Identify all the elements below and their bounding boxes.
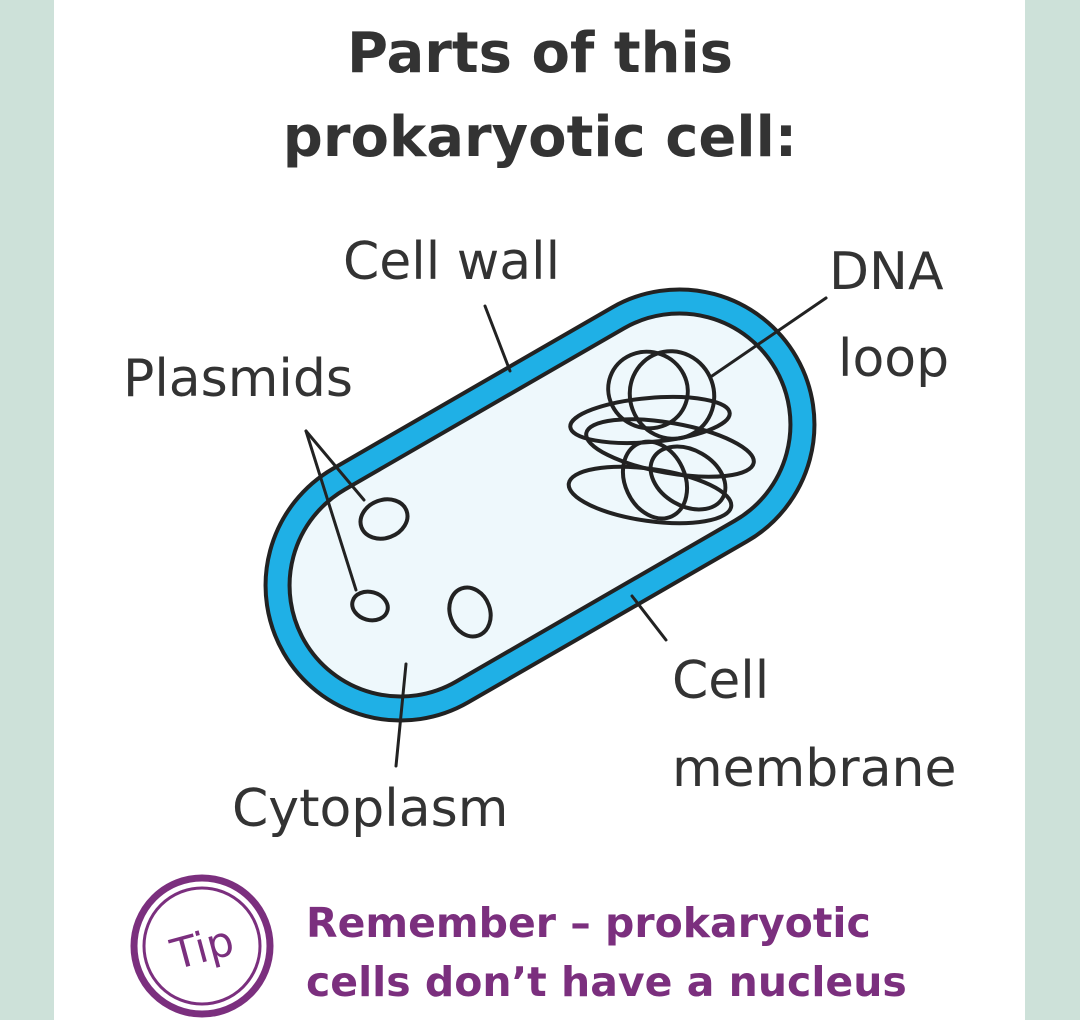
cell-wall-label: Cell wall xyxy=(343,232,560,292)
membrane-label-line-1: Cell xyxy=(672,651,769,711)
plasmid-2 xyxy=(350,589,390,623)
page-title: Parts of this prokaryotic cell: xyxy=(0,12,1080,180)
tip-line-1: Remember – prokaryotic xyxy=(306,899,871,947)
dna-label-line-2: loop xyxy=(838,329,949,389)
dna-leader xyxy=(710,296,828,378)
plasmid-leader-2 xyxy=(304,429,358,592)
cell-wall-leader xyxy=(483,304,512,373)
cytoplasm-region xyxy=(287,311,793,699)
membrane-leader xyxy=(630,594,668,642)
tip-badge-label: Tip xyxy=(165,916,239,980)
plasmid-leader-1 xyxy=(304,429,366,502)
tip-text: Remember – prokaryotic cells don’t have … xyxy=(306,894,1006,1012)
title-line-1: Parts of this xyxy=(346,21,734,86)
cytoplasm-leader xyxy=(394,662,408,768)
dna-loop xyxy=(566,349,756,526)
plasmid-3 xyxy=(447,585,493,639)
dna-label-line-1: DNA xyxy=(829,242,944,302)
membrane-label-line-2: membrane xyxy=(672,739,957,799)
cytoplasm-label: Cytoplasm xyxy=(232,779,508,839)
tip-badge: Tip xyxy=(130,874,274,1018)
plasmid-1 xyxy=(358,497,410,541)
title-line-2: prokaryotic cell: xyxy=(282,105,798,170)
plasmids-label: Plasmids xyxy=(123,349,353,409)
tip-line-2: cells don’t have a nucleus xyxy=(306,958,907,1006)
